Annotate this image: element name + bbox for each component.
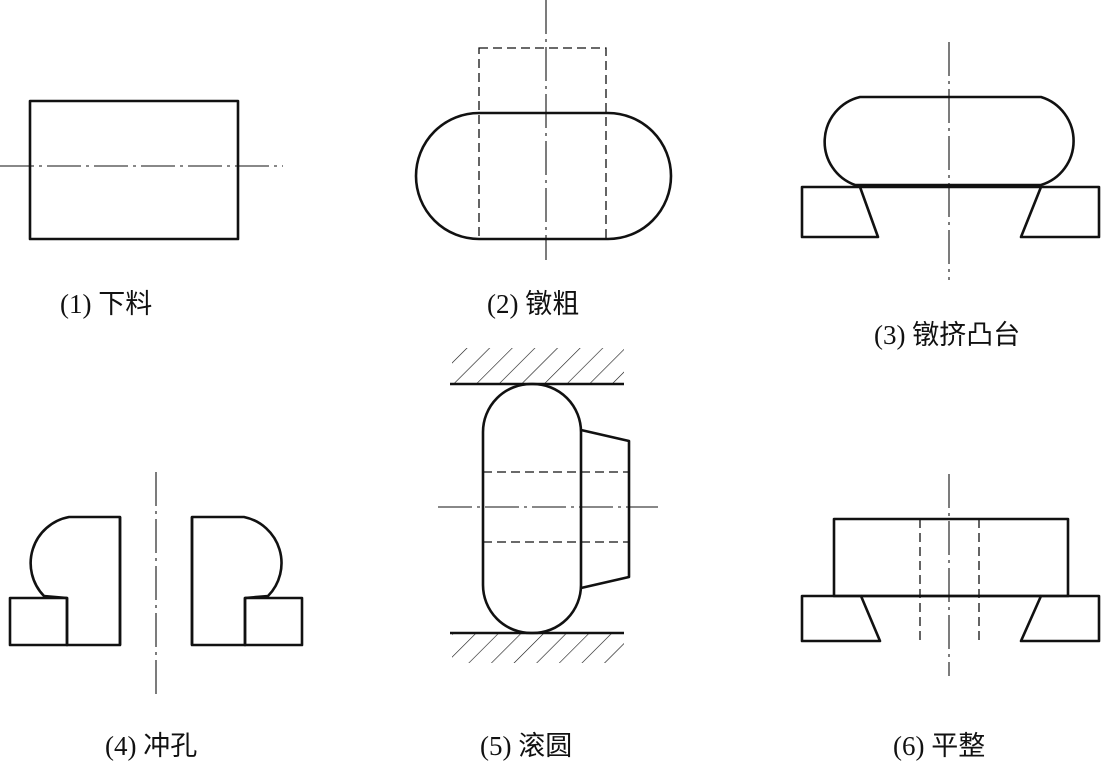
step-3-label: (3) 镦挤凸台	[874, 320, 1021, 350]
step-1-blank-figure	[0, 99, 283, 241]
original-billet-outline	[478, 47, 607, 240]
workpiece-with-boss	[823, 95, 1075, 187]
die-right	[243, 596, 304, 647]
step-5-rolling-figure	[438, 348, 658, 663]
die-left	[800, 594, 882, 643]
die-right	[1019, 185, 1101, 239]
step-2-upsetting-figure	[414, 0, 673, 260]
upper-plate-hatch	[452, 348, 624, 384]
step-4-punching-figure	[8, 472, 304, 694]
upset-workpiece	[414, 111, 673, 241]
boss-profile	[580, 428, 631, 590]
step-5-label: (5) 滚圆	[480, 731, 573, 761]
die-right	[1019, 594, 1101, 643]
workpiece-left-half	[29, 515, 122, 647]
step-4-label: (4) 冲孔	[105, 731, 198, 761]
step-6-flattening-figure	[800, 474, 1101, 676]
workpiece-right-half	[190, 515, 283, 647]
blank-billet	[28, 99, 240, 241]
step-1-label: (1) 下料	[60, 289, 153, 319]
rolled-workpiece	[481, 382, 583, 635]
step-6-label: (6) 平整	[893, 731, 986, 761]
step-3-boss-extrusion-figure	[800, 42, 1101, 280]
lower-plate-hatch	[452, 633, 624, 663]
die-left	[800, 185, 880, 239]
die-left	[8, 596, 69, 647]
flattened-workpiece	[832, 517, 1070, 598]
step-2-label: (2) 镦粗	[487, 289, 580, 319]
